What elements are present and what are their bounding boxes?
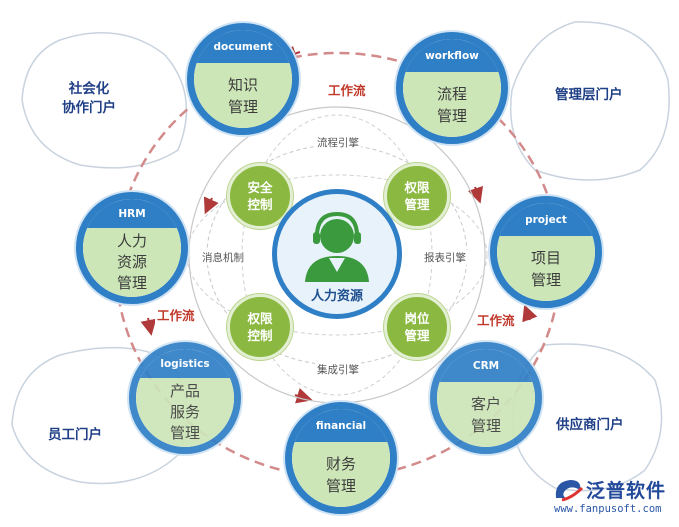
node-permission-management[interactable]: 权限管理 bbox=[384, 163, 450, 229]
engine-top: 流程引擎 bbox=[315, 135, 361, 150]
module-financial-line: 财务 bbox=[325, 454, 356, 473]
portal-social-line2: 协作门户 bbox=[62, 100, 116, 116]
module-crm-header: CRM bbox=[437, 349, 535, 383]
portal-management-label: 管理层门户 bbox=[555, 87, 623, 103]
module-workflow-line: 管理 bbox=[436, 106, 467, 125]
brand-name: 泛普软件 bbox=[586, 480, 667, 502]
module-document[interactable]: document 知识管理 bbox=[187, 23, 299, 135]
module-workflow-line: 流程 bbox=[436, 84, 467, 103]
node-permission-top-line: 权限 bbox=[404, 180, 430, 195]
module-hrm-header: HRM bbox=[83, 199, 181, 229]
module-project[interactable]: project 项目管理 bbox=[490, 196, 602, 308]
portal-social: 社会化 协作门户 bbox=[62, 80, 116, 118]
engine-right: 报表引擎 bbox=[422, 250, 468, 265]
module-hrm-line: 人力 bbox=[116, 232, 147, 251]
portal-shape-social bbox=[21, 31, 188, 169]
module-workflow[interactable]: workflow 流程管理 bbox=[396, 32, 508, 144]
engine-bottom: 集成引擎 bbox=[315, 362, 361, 377]
brand-url: www.fanpusoft.com bbox=[554, 503, 662, 515]
module-hrm-line: 资源 bbox=[116, 253, 147, 272]
node-permission-control[interactable]: 权限控制 bbox=[227, 294, 293, 360]
node-permission-top-line: 管理 bbox=[404, 197, 430, 212]
node-permission-bottom-line: 控制 bbox=[247, 328, 273, 343]
module-logistics-line: 管理 bbox=[169, 424, 200, 443]
module-document-line: 知识 bbox=[227, 75, 258, 94]
module-financial-line: 管理 bbox=[325, 476, 356, 495]
module-crm[interactable]: CRM 客户管理 bbox=[430, 342, 542, 454]
module-crm-line: 客户 bbox=[470, 394, 501, 413]
brand-mark-icon bbox=[555, 480, 584, 502]
module-financial-header: financial bbox=[292, 409, 390, 443]
brand-logo: 泛普软件 www.fanpusoft.com bbox=[552, 476, 674, 522]
module-hrm-line: 管理 bbox=[116, 274, 147, 293]
module-document-line: 管理 bbox=[227, 97, 258, 116]
workflow-label-left: 工作流 bbox=[155, 305, 197, 324]
module-project-header: project bbox=[497, 203, 595, 237]
module-logistics-header: logistics bbox=[136, 349, 234, 379]
node-security-line: 安全 bbox=[247, 180, 273, 195]
module-logistics-line: 服务 bbox=[169, 403, 200, 422]
center-hr[interactable]: 人力资源 bbox=[272, 189, 402, 319]
portal-management: 管理层门户 bbox=[555, 86, 623, 105]
module-document-header: document bbox=[194, 30, 292, 64]
module-hrm[interactable]: HRM 人力资源管理 bbox=[76, 192, 188, 304]
module-crm-line: 管理 bbox=[470, 416, 501, 435]
node-permission-bottom-line: 权限 bbox=[247, 311, 273, 326]
node-position-line: 岗位 bbox=[404, 311, 430, 326]
portal-social-line1: 社会化 bbox=[68, 81, 110, 97]
node-security-control[interactable]: 安全控制 bbox=[227, 163, 293, 229]
portal-supplier: 供应商门户 bbox=[556, 416, 624, 435]
portal-employee: 员工门户 bbox=[48, 426, 102, 445]
person-headset-icon bbox=[305, 211, 369, 282]
portal-supplier-label: 供应商门户 bbox=[556, 417, 624, 433]
module-logistics-line: 产品 bbox=[169, 382, 200, 401]
node-position-management[interactable]: 岗位管理 bbox=[384, 294, 450, 360]
node-security-line: 控制 bbox=[247, 197, 273, 212]
module-financial[interactable]: financial 财务管理 bbox=[285, 402, 397, 514]
module-workflow-header: workflow bbox=[403, 39, 501, 73]
module-project-line: 项目 bbox=[530, 248, 561, 267]
workflow-label-top: 工作流 bbox=[326, 80, 368, 99]
module-project-line: 管理 bbox=[530, 270, 561, 289]
workflow-label-right: 工作流 bbox=[475, 310, 517, 329]
engine-left: 消息机制 bbox=[200, 250, 246, 265]
portal-employee-label: 员工门户 bbox=[48, 427, 102, 443]
portal-shape-management bbox=[509, 21, 670, 181]
module-logistics[interactable]: logistics 产品服务管理 bbox=[129, 342, 241, 454]
node-position-line: 管理 bbox=[404, 328, 430, 343]
center-label: 人力资源 bbox=[310, 289, 363, 304]
